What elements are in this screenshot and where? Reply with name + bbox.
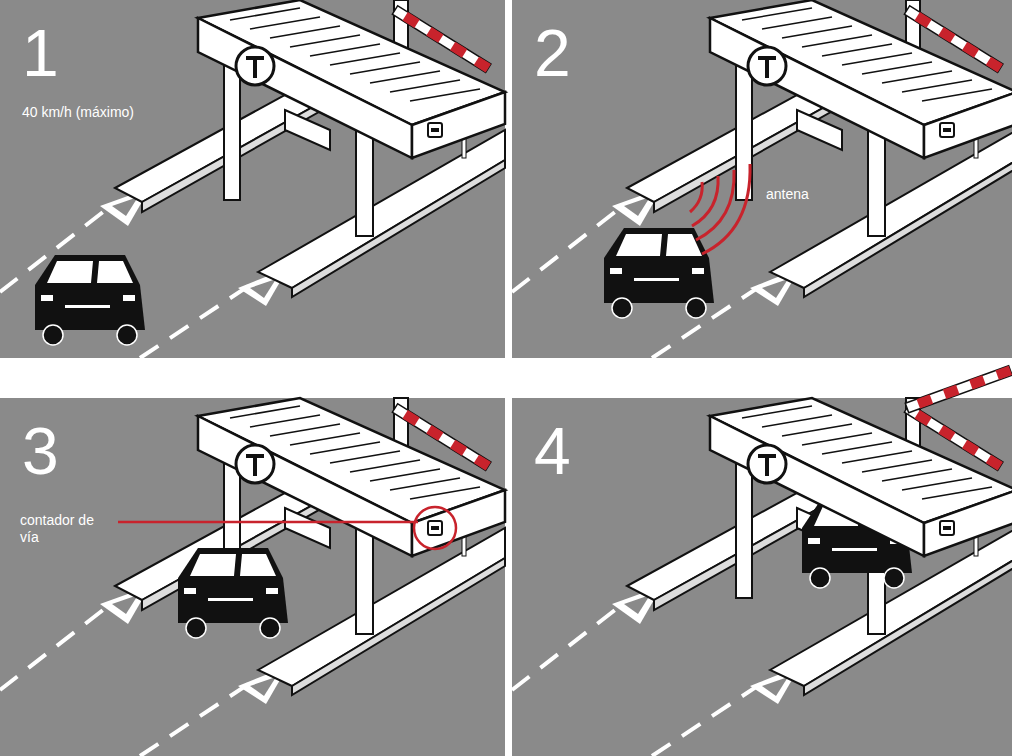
- step-number: 2: [534, 20, 571, 86]
- antenna-label: antena: [766, 186, 809, 203]
- step-number: 4: [534, 418, 571, 484]
- step-number: 1: [22, 20, 59, 86]
- speed-note: 40 km/h (máximo): [22, 104, 134, 121]
- step-number: 3: [22, 418, 59, 484]
- counter-label: contador de vía: [20, 512, 100, 546]
